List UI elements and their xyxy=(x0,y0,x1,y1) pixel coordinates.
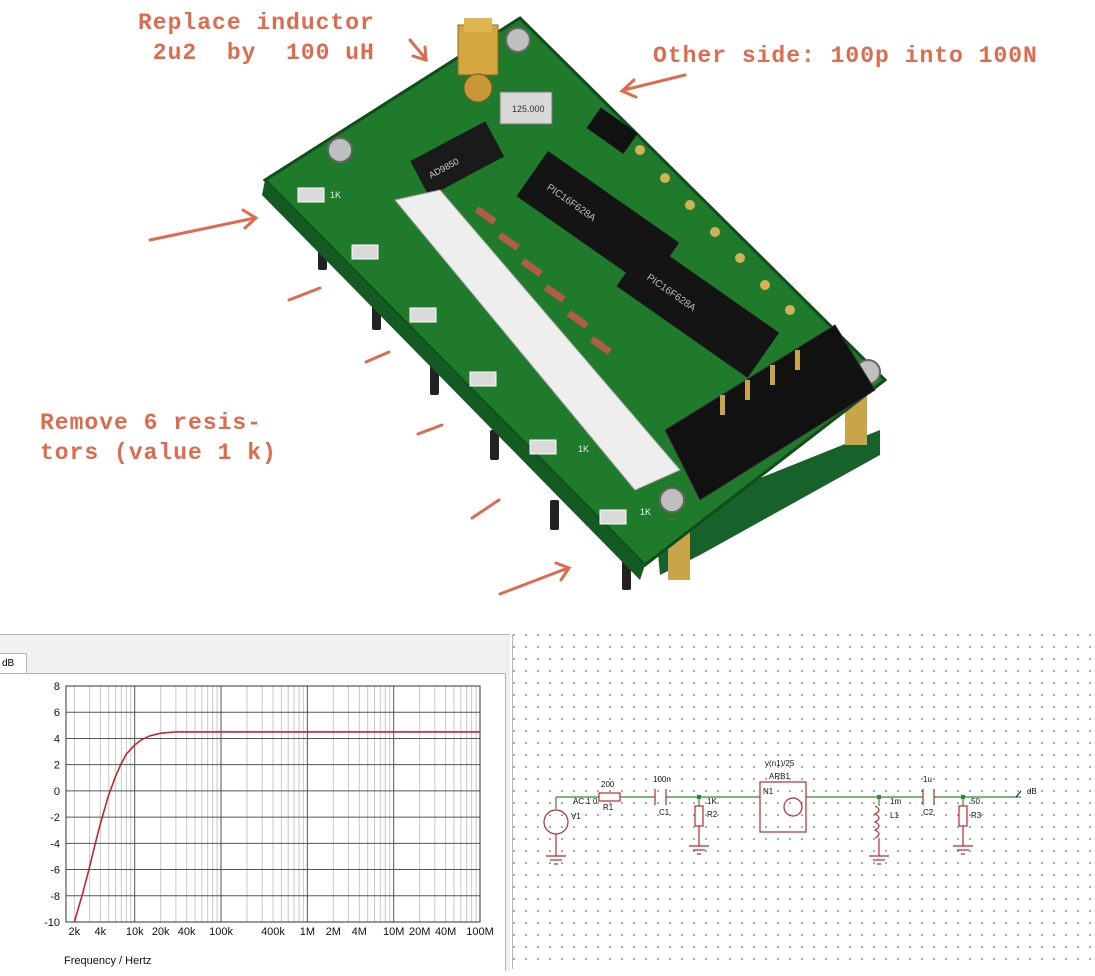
x-tick-label: 100k xyxy=(209,926,233,938)
schematic-wires xyxy=(555,796,1021,809)
white-connector xyxy=(394,189,681,491)
y-tick-label: -6 xyxy=(50,865,60,877)
r3-name: R3 xyxy=(971,811,982,820)
source-name: V1 xyxy=(571,812,581,821)
arb-name: ARB1 xyxy=(769,772,790,781)
x-tick-label: 4M xyxy=(352,926,367,938)
l1-name: L1 xyxy=(890,811,899,820)
c1-value: 100n xyxy=(653,775,671,784)
annotation-remove-resistors: Remove 6 resis- tors (value 1 k) xyxy=(40,410,277,466)
c2-value: 1u xyxy=(923,775,932,784)
schematic-junctions xyxy=(697,795,965,799)
resistor-r1-symbol[interactable] xyxy=(598,792,621,802)
x-tick-label: 1M xyxy=(300,926,315,938)
x-tick-label: 40k xyxy=(178,926,196,938)
plot-frame xyxy=(65,685,481,923)
y-tick-label: 6 xyxy=(54,707,60,719)
r1-name: R1 xyxy=(603,803,614,812)
r2-name: R2 xyxy=(707,810,718,819)
opto-chip xyxy=(586,107,638,154)
header-holes xyxy=(635,145,795,315)
sma-connector xyxy=(457,18,499,103)
arb-node: N1 xyxy=(763,787,774,796)
plot-panel: dB 8 6 4 2 0 -2 -4 -6 -8 -10 2k 4k 10k 20k 40k 100k 400k… xyxy=(0,634,510,971)
tab-db[interactable]: dB xyxy=(0,653,27,673)
y-tick-label: 2 xyxy=(54,760,60,772)
pic-chip-2: PIC16F628A xyxy=(616,241,780,378)
annotation-other-side: Other side: 100p into 100N xyxy=(653,43,1038,69)
x-axis-label: Frequency / Hertz xyxy=(64,955,151,967)
x-tick-label: 20k xyxy=(152,926,170,938)
board-edge xyxy=(262,180,645,580)
source-value: AC 1 0 xyxy=(573,797,598,806)
schematic-components xyxy=(543,781,973,865)
x-tick-label: 10k xyxy=(126,926,144,938)
y-tick-label: -4 xyxy=(50,838,60,850)
r3-value: 50 xyxy=(971,797,980,806)
annotation-arrows xyxy=(148,38,687,596)
resistor-mark-2: 1K xyxy=(578,444,589,454)
diodes xyxy=(474,206,612,355)
x-tick-label: 100M xyxy=(466,926,494,938)
box-header xyxy=(664,324,876,501)
crystal-label: 125.000 xyxy=(512,104,545,114)
y-tick-label: -2 xyxy=(50,812,60,824)
inductor-l1-symbol[interactable] xyxy=(873,805,880,839)
resistor-mark-1: 1K xyxy=(330,190,341,200)
resistor-pads xyxy=(297,187,627,525)
y-tick-label: 8 xyxy=(54,681,60,693)
y-tick-label: -8 xyxy=(50,891,60,903)
arb-expression: v(n1)/25 xyxy=(765,759,795,768)
resistor-mark-3: 1K xyxy=(640,507,651,517)
x-tick-label: 40M xyxy=(435,926,456,938)
arb-source-symbol[interactable] xyxy=(759,781,807,833)
r2-value: 1K xyxy=(707,797,717,806)
x-tick-label: 4k xyxy=(95,926,107,938)
x-tick-label: 2M xyxy=(326,926,341,938)
x-tick-label: 400k xyxy=(261,926,285,938)
schematic-panel: 200 R1 100n C1 1K R2 AC 1 0 V1 v(n1)/25 … xyxy=(512,634,1095,969)
annotation-replace-inductor: Replace inductor 2u2 by 100 uH xyxy=(138,10,375,66)
y-tick-label: 4 xyxy=(54,733,60,745)
box-header-pins xyxy=(720,350,800,415)
c1-name: C1 xyxy=(659,808,670,817)
probe-label: dB xyxy=(1027,787,1037,796)
mount-screws xyxy=(327,27,881,513)
pic-chip-1: PIC16F628A xyxy=(516,151,680,288)
lower-board xyxy=(655,430,880,575)
l1-value: 1m xyxy=(890,797,901,806)
x-tick-label: 2k xyxy=(69,926,81,938)
schematic-svg: 200 R1 100n C1 1K R2 AC 1 0 V1 v(n1)/25 … xyxy=(513,634,1095,969)
pcb-photo: 125.000 AD9850 PIC16F628A PIC16F628A xyxy=(148,16,888,596)
series-line-0 xyxy=(73,731,480,923)
y-tick-label: 0 xyxy=(54,786,60,798)
y-tick-label: -10 xyxy=(44,917,60,929)
crystal xyxy=(499,91,553,125)
chart-svg: 8 6 4 2 0 -2 -4 -6 -8 -10 2k 4k 10k 20k 40k 100k 400k 1M 2… xyxy=(44,681,494,967)
dds-chip: AD9850 xyxy=(410,121,505,197)
probe-symbol[interactable] xyxy=(1015,790,1022,798)
plot-area: 8 6 4 2 0 -2 -4 -6 -8 -10 2k 4k 10k 20k 40k 100k 400k 1M 2… xyxy=(0,673,506,971)
r1-value: 200 xyxy=(601,780,615,789)
x-tick-label: 20M xyxy=(409,926,430,938)
c2-name: C2 xyxy=(923,808,934,817)
x-tick-label: 10M xyxy=(383,926,404,938)
